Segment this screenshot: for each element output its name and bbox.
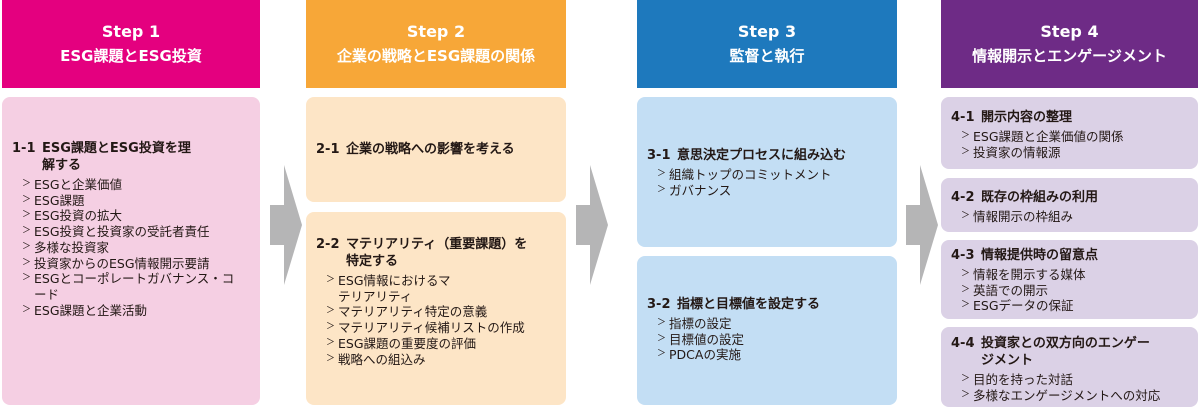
section-number: 4-3 <box>951 248 975 263</box>
list-item: 情報を開示する媒体 <box>951 267 1190 283</box>
list-item: 目標値の設定 <box>647 332 889 348</box>
list-item: 戦略への組込み <box>316 352 558 368</box>
section-3-2-box: 3-2 指標と目標値を設定する 指標の設定 目標値の設定 PDCAの実施 <box>637 256 897 405</box>
section-label: 意思決定プロセスに組み込む <box>677 148 847 163</box>
step-4-label: Step 4 <box>1040 22 1099 41</box>
step-2-header: Step 2 企業の戦略とESG課題の関係 <box>306 0 566 88</box>
section-number: 3-2 <box>647 297 671 312</box>
list-item: ESG課題 <box>12 193 252 209</box>
section-3-2-heading: 3-2 指標と目標値を設定する <box>647 296 889 313</box>
section-label: 開示内容の整理 <box>981 110 1073 125</box>
section-4-1-items: ESG課題と企業価値の関係 投資家の情報源 <box>951 129 1190 160</box>
step-3-label: Step 3 <box>737 22 797 41</box>
list-item: 英語での開示 <box>951 283 1190 299</box>
section-2-1-heading: 2-1 企業の戦略への影響を考える <box>316 141 558 158</box>
flow-arrow-stem <box>270 205 284 245</box>
step-1-title: ESG課題とESG投資 <box>60 47 202 65</box>
section-4-2-box: 4-2 既存の枠組みの利用 情報開示の枠組み <box>941 178 1198 232</box>
list-item: PDCAの実施 <box>647 347 889 363</box>
section-4-3-box: 4-3 情報提供時の留意点 情報を開示する媒体 英語での開示 ESGデータの保証 <box>941 240 1198 319</box>
section-3-1-heading: 3-1 意思決定プロセスに組み込む <box>647 147 889 164</box>
step-4-header: Step 4 情報開示とエンゲージメント <box>941 0 1198 88</box>
section-1-1-heading: 1-1 ESG課題とESG投資を理解する <box>12 140 252 174</box>
flow-arrow-stem <box>906 205 920 245</box>
section-label: 投資家との双方向のエンゲージメント <box>981 336 1150 368</box>
section-1-1-items: ESGと企業価値 ESG課題 ESG投資の拡大 ESG投資と投資家の受託者責任 … <box>12 177 252 318</box>
section-label: 指標と目標値を設定する <box>677 297 821 312</box>
section-2-1-box: 2-1 企業の戦略への影響を考える <box>306 97 566 202</box>
section-2-2-heading: 2-2 マテリアリティ（重要課題）を特定する <box>316 236 558 270</box>
list-item: 組織トップのコミットメント <box>647 167 889 183</box>
list-item: ESG課題と企業価値の関係 <box>951 129 1190 145</box>
section-number: 3-1 <box>647 148 671 163</box>
list-item: ESG投資の拡大 <box>12 208 252 224</box>
section-number: 2-2 <box>316 237 340 252</box>
section-number: 1-1 <box>12 141 36 156</box>
flow-arrow-stem <box>576 205 590 245</box>
section-1-1-box: 1-1 ESG課題とESG投資を理解する ESGと企業価値 ESG課題 ESG投… <box>2 97 260 405</box>
section-2-2-items: ESG情報におけるマテリアリティ マテリアリティ特定の意義 マテリアリティ候補リ… <box>316 273 558 367</box>
list-item: 指標の設定 <box>647 316 889 332</box>
flow-arrow-icon <box>284 165 302 285</box>
step-4-title: 情報開示とエンゲージメント <box>972 47 1167 65</box>
list-item: 目的を持った対話 <box>951 372 1190 388</box>
list-item: 情報開示の枠組み <box>951 209 1190 225</box>
step-1-label: Step 1 <box>101 22 161 41</box>
list-item: ESG課題の重要度の評価 <box>316 336 558 352</box>
list-item: 多様な投資家 <box>12 240 252 256</box>
list-item: 投資家の情報源 <box>951 145 1190 161</box>
list-item: マテリアリティ特定の意義 <box>316 304 558 320</box>
step-3-title: 監督と執行 <box>729 47 805 65</box>
section-4-4-items: 目的を持った対話 多様なエンゲージメントへの対応 <box>951 372 1190 403</box>
section-4-3-items: 情報を開示する媒体 英語での開示 ESGデータの保証 <box>951 267 1190 314</box>
section-4-2-heading: 4-2 既存の枠組みの利用 <box>951 189 1190 206</box>
list-item: ESG投資と投資家の受託者責任 <box>12 224 252 240</box>
section-4-3-heading: 4-3 情報提供時の留意点 <box>951 247 1190 264</box>
section-label: 企業の戦略への影響を考える <box>346 142 515 157</box>
section-number: 4-2 <box>951 190 975 205</box>
list-item: 多様なエンゲージメントへの対応 <box>951 388 1190 404</box>
list-item: ESGと企業価値 <box>12 177 252 193</box>
section-3-2-items: 指標の設定 目標値の設定 PDCAの実施 <box>647 316 889 363</box>
section-4-2-items: 情報開示の枠組み <box>951 209 1190 225</box>
list-item: ESG課題と企業活動 <box>12 303 252 319</box>
step-1-header: Step 1 ESG課題とESG投資 <box>2 0 260 88</box>
flow-arrow-icon <box>590 165 608 285</box>
section-4-1-heading: 4-1 開示内容の整理 <box>951 109 1190 126</box>
section-label: 情報提供時の留意点 <box>981 248 1099 263</box>
list-item: マテリアリティ候補リストの作成 <box>316 320 558 336</box>
list-item: ESGとコーポレートガバナンス・コード <box>12 271 242 302</box>
list-item: ESGデータの保証 <box>951 298 1190 314</box>
step-2-label: Step 2 <box>406 22 466 41</box>
flow-arrow-icon <box>920 165 938 285</box>
step-2-title: 企業の戦略とESG課題の関係 <box>336 47 536 65</box>
section-label: マテリアリティ（重要課題）を特定する <box>346 237 528 269</box>
section-4-4-heading: 4-4 投資家との双方向のエンゲージメント <box>951 335 1190 369</box>
list-item: ESG情報におけるマテリアリティ <box>316 273 451 304</box>
section-4-1-box: 4-1 開示内容の整理 ESG課題と企業価値の関係 投資家の情報源 <box>941 97 1198 169</box>
section-label: 既存の枠組みの利用 <box>981 190 1099 205</box>
section-4-4-box: 4-4 投資家との双方向のエンゲージメント 目的を持った対話 多様なエンゲージメ… <box>941 327 1198 407</box>
section-2-2-box: 2-2 マテリアリティ（重要課題）を特定する ESG情報におけるマテリアリティ … <box>306 212 566 405</box>
section-number: 4-4 <box>951 336 975 351</box>
list-item: 投資家からのESG情報開示要請 <box>12 256 252 272</box>
section-number: 4-1 <box>951 110 975 125</box>
list-item: ガバナンス <box>647 183 889 199</box>
step-3-header: Step 3 監督と執行 <box>637 0 897 88</box>
section-label: ESG課題とESG投資を理解する <box>42 141 191 173</box>
section-3-1-box: 3-1 意思決定プロセスに組み込む 組織トップのコミットメント ガバナンス <box>637 97 897 247</box>
section-3-1-items: 組織トップのコミットメント ガバナンス <box>647 167 889 198</box>
section-number: 2-1 <box>316 142 340 157</box>
